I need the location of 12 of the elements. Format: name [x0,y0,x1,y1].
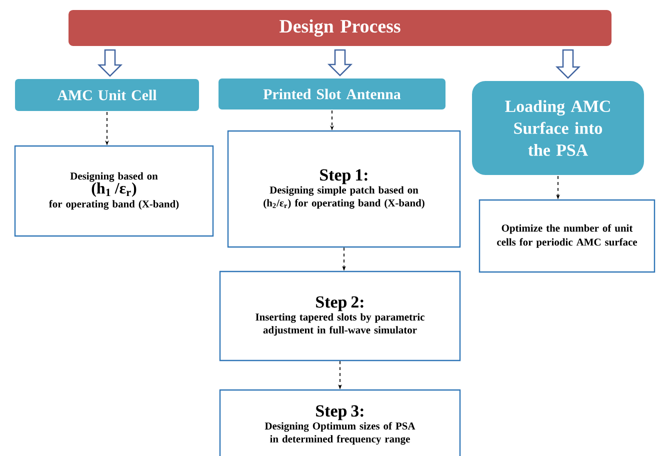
step-box: Step 3: Designing Optimum sizes of PSA in determined frequency range [219,389,461,456]
block-arrow [327,49,353,76]
category-box: AMC Unit Cell [14,78,200,112]
process-box: Designing based on (h$_{1}$ /ε$_{r}$) for operating band (X-band) [14,145,214,237]
step-box: Step 2: Inserting tapered slots by parametric adjustment in full-wave simulator [219,270,461,362]
category-box: Loading AMC Surface into the PSA [471,80,645,176]
process-box: Optimize the number of unit cells for periodic AMC surface [478,199,656,273]
block-arrow [555,49,581,79]
category-box: Printed Slot Antenna [218,78,446,110]
title-banner: Design Process [68,9,612,47]
step-box: Step 1: Designing simple patch based on (h$_{2}$/ε$_{r}$) for operating band (X-band) [227,130,461,248]
block-arrow [97,49,123,77]
